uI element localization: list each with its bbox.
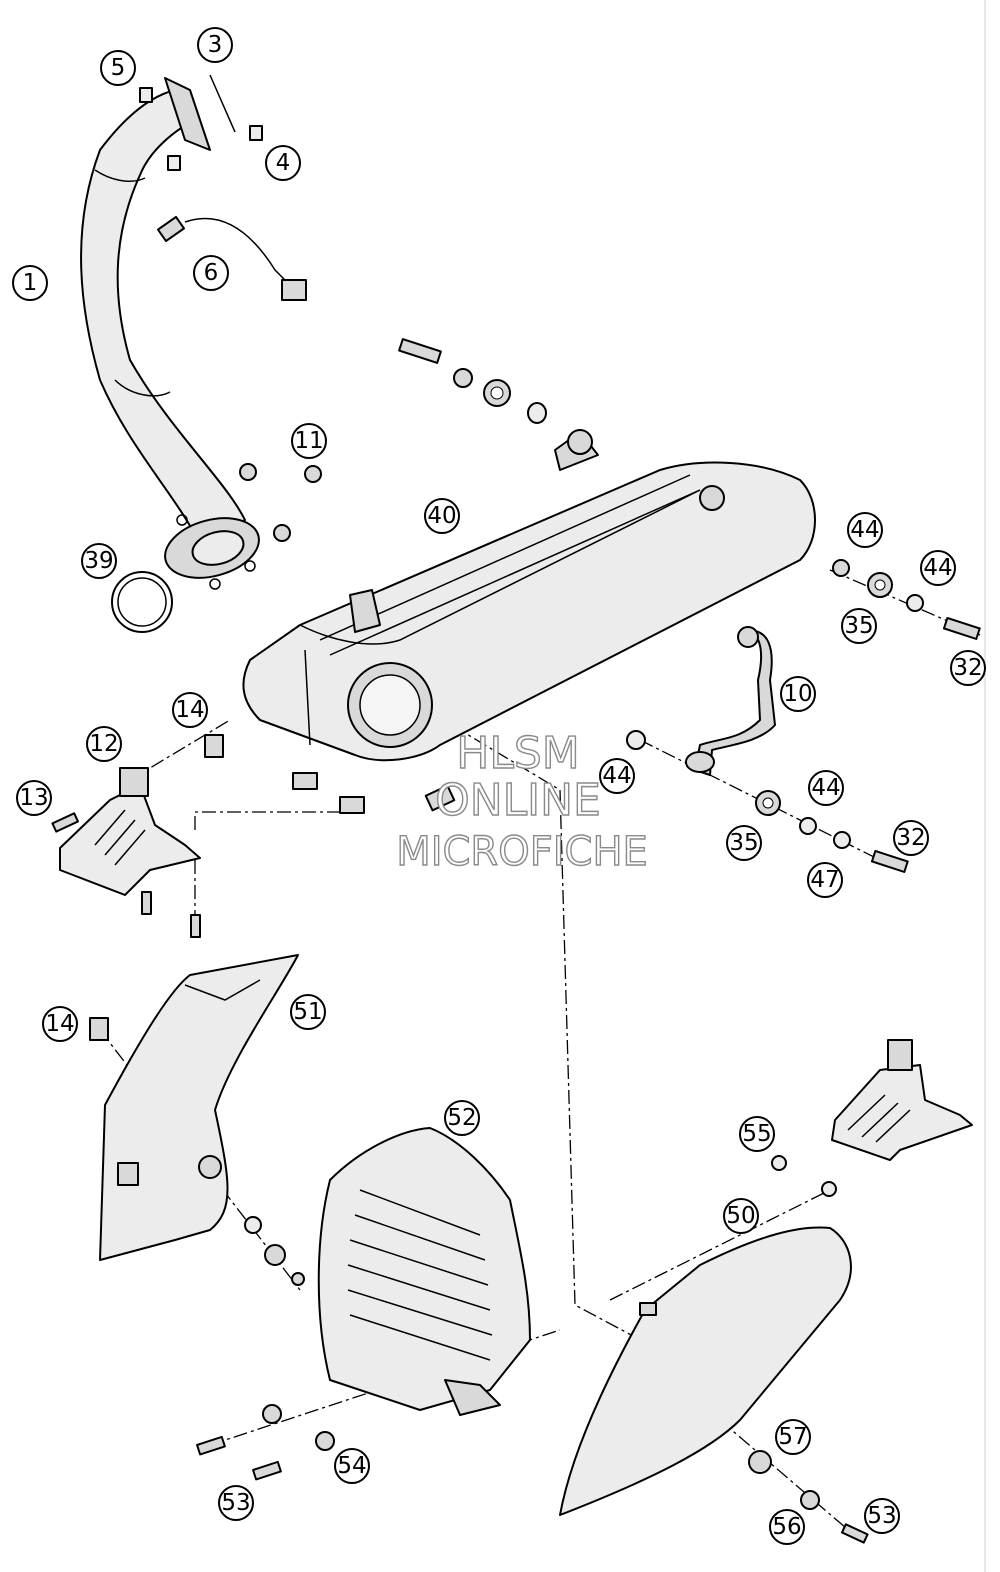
callout-3: 3	[197, 27, 233, 63]
protector-fasteners	[196, 1404, 335, 1481]
clamp-half-5	[139, 87, 153, 103]
watermark-line-1: HLSM	[456, 728, 580, 779]
svg-text:12: 12	[89, 731, 118, 757]
svg-text:32: 32	[953, 655, 982, 681]
svg-text:40: 40	[427, 503, 456, 529]
svg-text:52: 52	[447, 1105, 476, 1131]
clamp-half-4	[249, 125, 263, 141]
callout-53: 53	[864, 1498, 900, 1534]
svg-text:53: 53	[221, 1490, 250, 1516]
lower-bolt-stack	[626, 730, 909, 873]
callout-13: 13	[16, 780, 52, 816]
callout-51: 51	[290, 994, 326, 1030]
watermark: HLSM ONLINE MICROFICHE	[395, 727, 648, 875]
silencer-cover	[559, 1226, 852, 1516]
heat-shield-fasteners	[244, 1216, 305, 1286]
svg-text:14: 14	[45, 1011, 74, 1037]
callout-40: 40	[424, 498, 460, 534]
callout-44: 44	[808, 770, 844, 806]
cover-fasteners	[748, 1450, 869, 1544]
callout-55: 55	[739, 1116, 775, 1152]
gasket-ring	[111, 571, 173, 633]
callout-35: 35	[841, 608, 877, 644]
svg-text:35: 35	[729, 830, 758, 856]
svg-text:44: 44	[811, 775, 840, 801]
callout-4: 4	[265, 145, 301, 181]
callout-44: 44	[920, 550, 956, 586]
heat-shield-left	[89, 954, 299, 1261]
svg-text:51: 51	[293, 999, 322, 1025]
silencer	[242, 429, 816, 762]
callout-32: 32	[950, 650, 986, 686]
exhaust-protector	[317, 1127, 531, 1416]
callout-52: 52	[444, 1100, 480, 1136]
svg-text:56: 56	[772, 1514, 801, 1540]
callout-57: 57	[775, 1419, 811, 1455]
svg-text:14: 14	[175, 697, 204, 723]
callout-47: 47	[807, 862, 843, 898]
callout-5: 5	[100, 50, 136, 86]
svg-text:54: 54	[337, 1453, 366, 1479]
svg-text:57: 57	[778, 1424, 807, 1450]
svg-text:11: 11	[294, 428, 323, 454]
callout-6: 6	[193, 255, 229, 291]
callout-14: 14	[42, 1006, 78, 1042]
svg-text:44: 44	[602, 763, 631, 789]
callout-44: 44	[847, 512, 883, 548]
callout-10: 10	[780, 676, 816, 712]
right-mount-bolts	[832, 559, 981, 640]
svg-text:47: 47	[810, 867, 839, 893]
rear-right-bracket	[771, 1039, 973, 1197]
header-pipe	[80, 89, 260, 590]
callout-12: 12	[86, 726, 122, 762]
svg-text:44: 44	[923, 555, 952, 581]
callout-35: 35	[726, 825, 762, 861]
top-bolt-stack	[398, 338, 547, 424]
callout-44: 44	[599, 758, 635, 794]
svg-text:5: 5	[111, 55, 126, 81]
callout-14: 14	[172, 692, 208, 728]
svg-text:32: 32	[896, 825, 925, 851]
svg-text:50: 50	[726, 1203, 755, 1229]
svg-text:53: 53	[867, 1503, 896, 1529]
pipe-flange	[139, 74, 263, 171]
svg-text:1: 1	[23, 270, 38, 296]
svg-text:44: 44	[850, 517, 879, 543]
callout-56: 56	[769, 1509, 805, 1545]
callout-32: 32	[893, 820, 929, 856]
svg-text:35: 35	[844, 613, 873, 639]
lambda-sensor	[156, 215, 307, 301]
svg-text:55: 55	[742, 1121, 771, 1147]
rear-bracket	[685, 626, 776, 776]
clip-nuts	[204, 734, 456, 814]
svg-text:10: 10	[783, 681, 812, 707]
callout-54: 54	[334, 1448, 370, 1484]
callout-1: 1	[12, 265, 48, 301]
watermark-line-3: MICROFICHE	[396, 829, 648, 875]
svg-text:13: 13	[19, 785, 48, 811]
svg-text:3: 3	[208, 32, 223, 58]
callout-53: 53	[218, 1485, 254, 1521]
svg-text:39: 39	[84, 548, 113, 574]
svg-text:6: 6	[204, 260, 219, 286]
callout-50: 50	[723, 1198, 759, 1234]
svg-text:4: 4	[276, 150, 291, 176]
lower-bracket	[51, 767, 201, 938]
watermark-line-2: ONLINE	[435, 775, 601, 826]
callout-11: 11	[291, 423, 327, 459]
callouts: 1 3 5 4 6 11 40 39 44 44 35 32 10 14 12 …	[12, 27, 986, 1545]
callout-39: 39	[81, 543, 117, 579]
nuts	[239, 463, 322, 542]
